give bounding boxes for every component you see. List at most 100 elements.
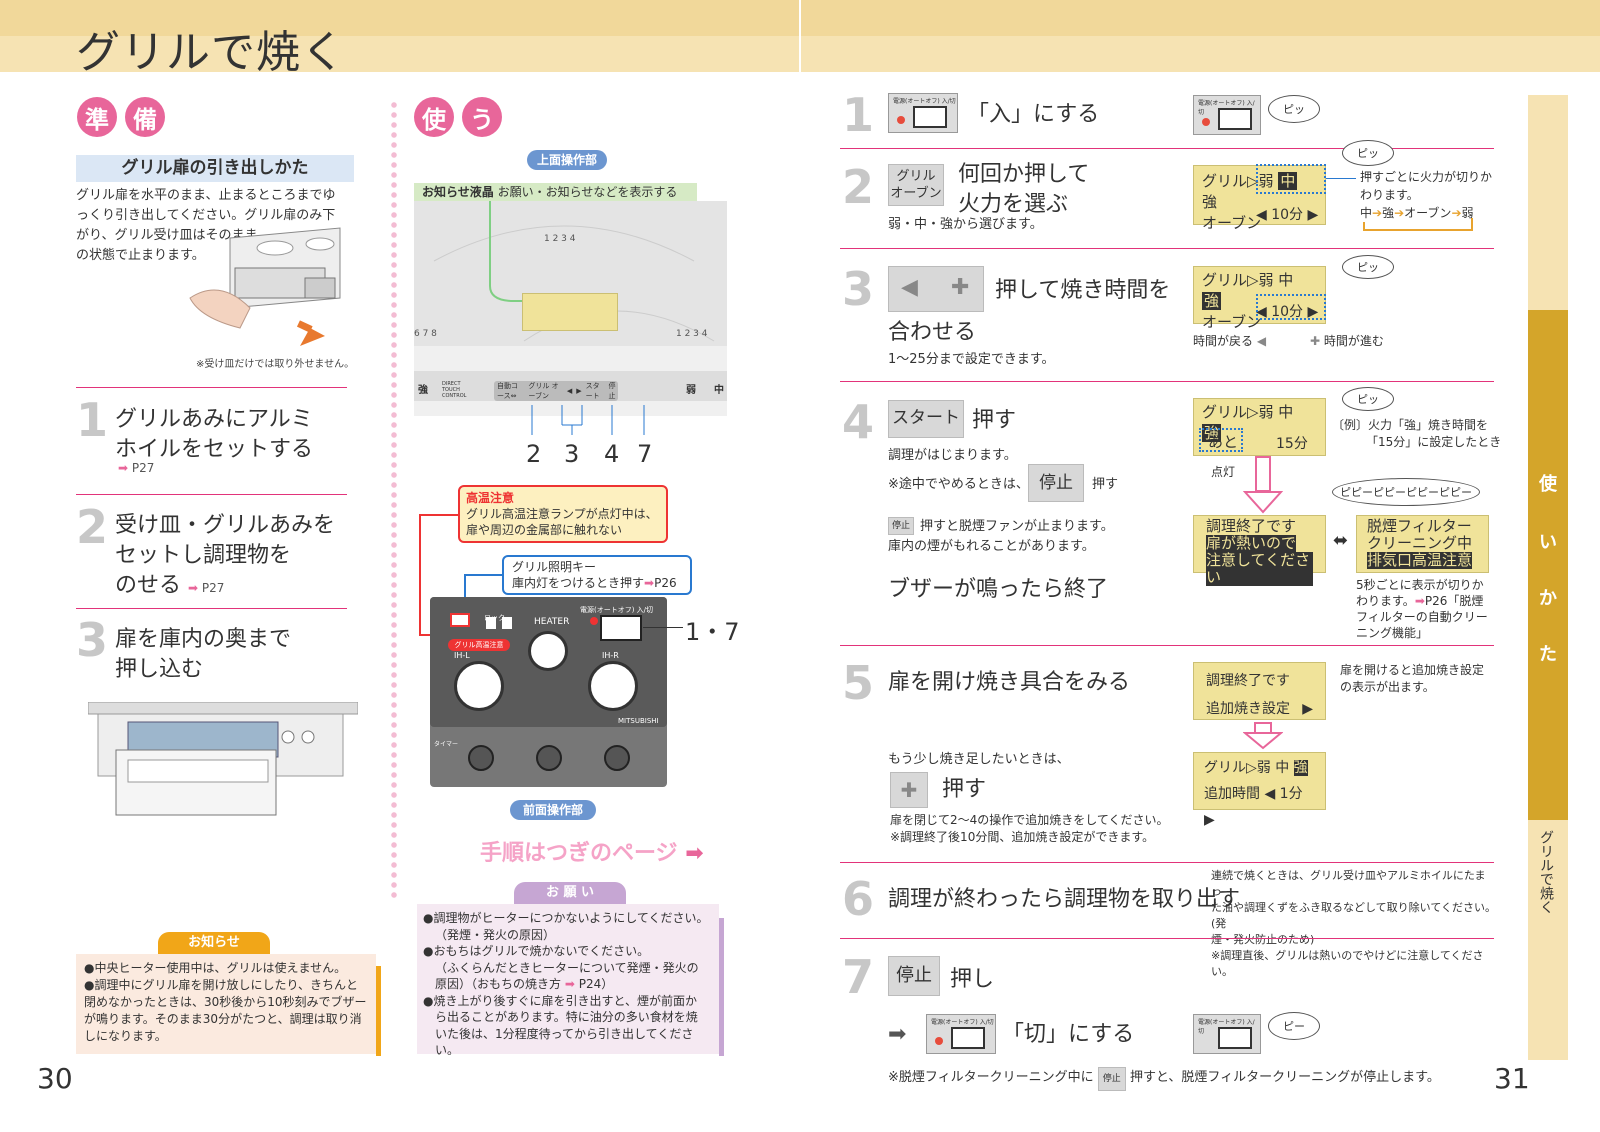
strong-key[interactable]: 強 (418, 385, 428, 396)
stop-button[interactable]: 停止 (1028, 464, 1084, 502)
step-4-fan-text: 押すと脱煙ファンが止まります。 (920, 519, 1114, 534)
step-2-beep: ピッ (1342, 140, 1394, 166)
footer-note: ※脱煙フィルタークリーニング中に 停止 押すと、脱煙フィルタークリーニングが停止… (888, 1067, 1440, 1091)
grill-oven-button[interactable]: グリルオーブン (888, 164, 944, 206)
step-3-forward: ✚ 時間が進む (1310, 334, 1384, 348)
timer-knob-left[interactable] (468, 745, 494, 771)
column-dots (390, 100, 398, 900)
power-lamp (590, 617, 598, 625)
left-step-number-2: 2 (76, 500, 109, 554)
top-panel-label: 上面操作部 (527, 150, 607, 170)
timer-knob-center[interactable] (536, 745, 562, 771)
ih-right-knob[interactable] (588, 661, 638, 711)
grill-oven-key[interactable]: グリル オーブン (528, 382, 559, 400)
step-1-power-key[interactable]: 電源(オートオフ) 入/切 (888, 93, 958, 133)
fan-stop-button[interactable]: 停止 (888, 517, 914, 535)
step-7-text-2: 「切」にする (1002, 1022, 1135, 1047)
right-divider-2 (840, 248, 1494, 249)
ih-left-knob[interactable] (454, 661, 504, 711)
request-accent (719, 918, 724, 1056)
step-2-highlight-line (1326, 178, 1356, 179)
power-switch[interactable] (600, 615, 642, 641)
step-3-highlight (1256, 294, 1326, 320)
step-5-push: 押す (942, 777, 987, 802)
step-6-number: 6 (842, 872, 875, 926)
callout-3: 3 (564, 440, 580, 468)
side-char-2: い (1539, 532, 1557, 553)
step-4-stop-pre: ※途中でやめるときは、 (888, 477, 1029, 492)
step-7-power-key[interactable]: 電源(オートオフ) 入/切 (926, 1014, 996, 1054)
request-box: ●調理物がヒーターにつかないようにしてください。 （発煙・発火の原因） ●おもち… (417, 904, 719, 1057)
callout-7: 7 (637, 440, 653, 468)
time-back-key[interactable]: ◀ (901, 275, 918, 300)
direct-touch-label: DIRECT TOUCH CONTROL (442, 381, 467, 399)
auto-course-key[interactable]: 自動コース⇔ (497, 382, 518, 400)
forward-key[interactable]: ▶ (576, 387, 582, 395)
stop-key[interactable]: 停止 (608, 382, 616, 400)
time-forward-key[interactable]: ✚ (951, 275, 970, 300)
step-4-highlight (1199, 428, 1243, 452)
heater-knob[interactable] (528, 631, 568, 671)
step-7-stop-button[interactable]: 停止 (888, 956, 940, 996)
step-7-number: 7 (842, 950, 875, 1004)
mid-key[interactable]: 中 (714, 385, 724, 396)
step-7-text: 押し (950, 967, 995, 992)
right-divider-1 (840, 148, 1494, 149)
callout-lines (531, 405, 645, 435)
step-2-text: 何回か押して火力を選ぶ (958, 162, 1090, 217)
door-subhead: グリル扉の引き出しかた (76, 155, 354, 182)
front-panel: ロック グリル高温注意 HEATER 電源(オートオフ) 入/切 IH-L IH… (430, 597, 667, 787)
step-6-text: 調理が終わったら調理物を取り出す (888, 887, 1241, 912)
step-4-text: 押す (972, 408, 1017, 433)
step-divider-3 (76, 608, 347, 609)
step-4-arrow-stem (1255, 456, 1271, 492)
callout-4: 4 (604, 440, 620, 468)
step-2-number: 2 (842, 160, 875, 214)
step-divider-1 (76, 387, 347, 388)
step-5-text: 扉を開け焼き具合をみる (888, 670, 1131, 695)
start-key[interactable]: スタート (585, 382, 600, 400)
step-4-lamp: 点灯 (1211, 465, 1236, 479)
heater-label: HEATER (534, 617, 570, 627)
start-button[interactable]: スタート (888, 400, 964, 438)
left-step-1-ref[interactable]: ➡ P27 (118, 461, 155, 475)
lock-key-1[interactable] (486, 617, 496, 629)
step-1-beep: ピッ (1268, 95, 1320, 123)
brand-label: MITSUBISHI (618, 717, 659, 725)
front-panel-label: 前面操作部 (510, 800, 596, 820)
step-3-sub: 1〜25分まで設定できます。 (888, 352, 1055, 367)
use-badge-2: う (462, 97, 502, 137)
step-4-fan-text-2: 庫内の煙がもれることがあります。 (888, 539, 1095, 554)
top-panel-image: 1 2 3 4 6 7 8 1 2 3 4 強 DIRECT TOUCH CON… (414, 201, 727, 416)
step-2-sub: 弱・中・強から選びます。 (888, 217, 1043, 232)
ih-right-label: IH-R (602, 651, 619, 660)
step-2-lcd: グリル▷弱 中 強 オーブン ◀ 10分 ▶ (1193, 165, 1326, 232)
power-callout-line (643, 627, 683, 628)
step-4-switch-note: 5秒ごとに表示が切りか わります。➡P26「脱煙 フィルターの自動クリー ニング… (1356, 578, 1488, 640)
grill-inserted-illustration (88, 702, 358, 816)
request-title: お 願 い (514, 882, 626, 904)
step-5-after: 扉を閉じて2〜4の操作で追加焼きをしてください。※調理終了後10分間、追加焼き設… (890, 813, 1169, 844)
back-key[interactable]: ◀ (566, 387, 573, 395)
end-lcd-1: 調理終了です 扉が熱いので 注意してください (1193, 515, 1326, 586)
step-1-number: 1 (842, 88, 875, 142)
weak-key[interactable]: 弱 (686, 385, 696, 396)
timer-knob-right[interactable] (604, 745, 630, 771)
tray-note: ※受け皿だけでは取り外せません。 (196, 359, 355, 370)
side-tab-label[interactable]: グリルで焼く (1538, 830, 1554, 914)
end-lcd-2: 脱煙フィルター クリーニング中 排気口高温注意 (1356, 515, 1489, 573)
next-page-link[interactable]: 手順はつぎのページ ➡ (480, 841, 704, 866)
step-4-stop-post: 押す (1092, 477, 1119, 492)
step-4-arrow-head (1243, 491, 1283, 514)
light-key-callout: グリル照明キー 庫内灯をつけるとき押す➡P26 (502, 555, 692, 595)
step-5-arrow (1243, 722, 1283, 750)
step-1-text: 「入」にする (967, 102, 1100, 127)
right-divider-6 (840, 938, 1494, 939)
grill-light-key[interactable] (450, 613, 470, 627)
lock-key-2[interactable] (502, 617, 512, 629)
step-4-lcd: グリル▷弱 中 強 あと 15分 (1193, 398, 1326, 456)
step-2-note: 押すごとに火力が切りかわります。 中➔強➔オーブン➔弱 (1360, 170, 1493, 220)
step-2-highlight (1256, 164, 1326, 194)
footer-stop-button[interactable]: 停止 (1097, 1067, 1126, 1091)
step-5-forward-key[interactable]: ✚ (890, 772, 928, 808)
